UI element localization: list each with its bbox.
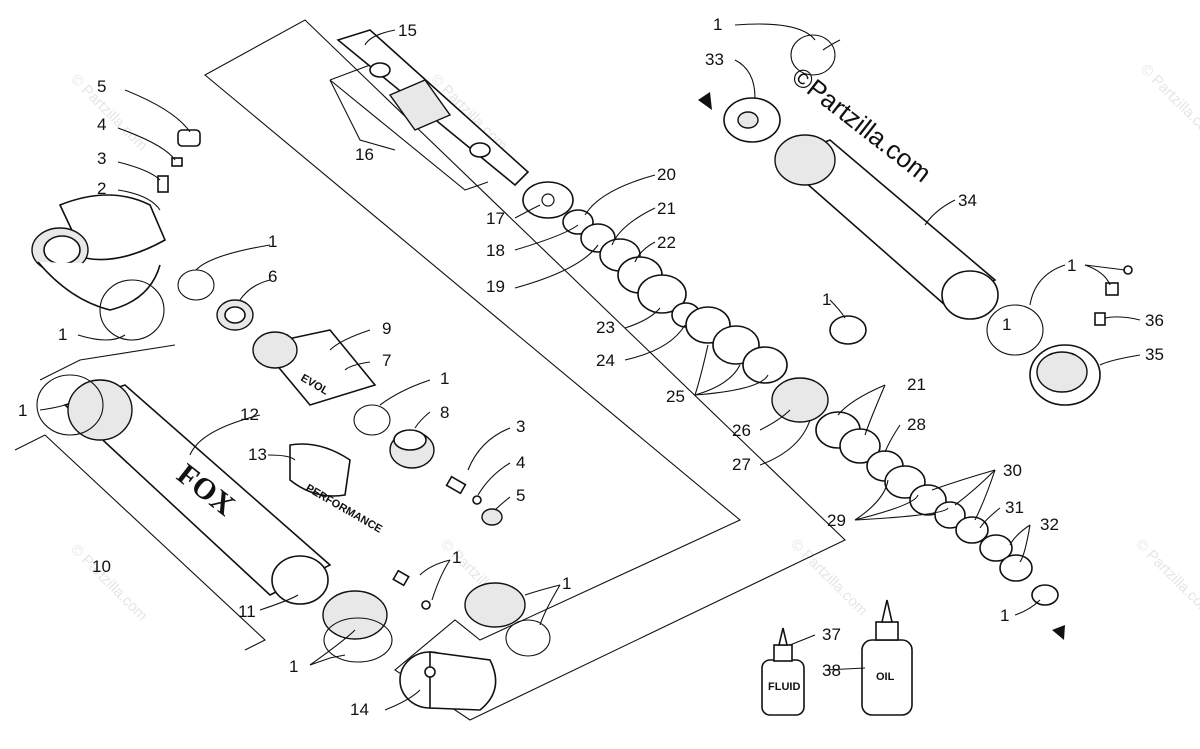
reservoir-body-part-12: FOX [36,374,332,605]
end-cap-part-14 [399,651,497,711]
shaft-bracket-16 [329,79,489,191]
callout-21: 21 [657,199,676,218]
valve-parts-3-4-5 [445,475,503,526]
callout-4: 4 [516,453,525,472]
callout-37: 37 [822,625,841,644]
oil-label: OIL [876,671,895,683]
callout-30: 30 [1003,461,1022,480]
shim-stack [522,181,1059,606]
callout-35: 35 [1145,345,1164,364]
reservoir-right-part-34 [774,134,999,320]
callout-9: 9 [382,319,391,338]
callout-18: 18 [486,241,505,260]
watermark-tile: © Partzilla.com [787,536,870,619]
callout-1: 1 [58,325,67,344]
left-group-bracket [39,344,176,381]
callout-15: 15 [398,21,417,40]
evol-sleeve-part-7-9: EVOL [252,329,377,406]
arrow-bottom [1052,625,1065,640]
bottom-seals-part-1 [322,569,551,663]
callout-1: 1 [440,369,449,388]
seal-part-33 [723,97,781,143]
callout-17: 17 [486,209,505,228]
callout-31: 31 [1005,498,1024,517]
callout-1: 1 [713,15,722,34]
shaft-part-15 [336,29,530,187]
callout-1: 1 [18,401,27,420]
callout-5: 5 [97,77,106,96]
callout-2: 2 [97,179,106,198]
callout-3: 3 [97,149,106,168]
ring-right-1 [986,304,1044,356]
arrow-top [698,92,712,110]
oil-bottle-part-38: OIL [861,599,913,716]
callout-1: 1 [268,232,277,251]
valve-part-36 [1094,265,1133,326]
callout-1: 1 [289,657,298,676]
callout-14: 14 [350,700,369,719]
watermark-tile: © Partzilla.com [67,541,150,624]
callout-33: 33 [705,50,724,69]
watermark-tile: © Partzilla.com [1132,536,1200,619]
callout-36: 36 [1145,311,1164,330]
reservoir-bracket-10 [14,434,266,651]
callout-1: 1 [1067,256,1076,275]
callout-4: 4 [97,115,106,134]
callout-21: 21 [907,375,926,394]
callout-11: 11 [238,602,256,621]
callout-24: 24 [596,351,615,370]
callout-7: 7 [382,351,391,370]
end-cap-part-35 [1029,344,1101,406]
callout-1: 1 [1000,606,1009,625]
callout-3: 3 [516,417,525,436]
callout-22: 22 [657,233,676,252]
callout-16: 16 [355,145,374,164]
watermark-tile: © Partzilla.com [1137,61,1200,144]
callout-23: 23 [596,318,615,337]
callout-5: 5 [516,486,525,505]
callout-25: 25 [666,387,685,406]
shaft-assembly-outline [204,19,846,721]
callout-38: 38 [822,661,841,680]
seal-mid-1 [829,315,867,345]
callout-20: 20 [657,165,676,184]
band-part-13: PERFORMANCE [289,443,384,536]
fitting-part-5a [157,129,201,193]
callout-12: 12 [240,405,259,424]
cap-part-8 [389,429,435,469]
callout-1: 1 [452,548,461,567]
fluid-label: FLUID [768,681,800,693]
reservoir-cap-part-2 [31,194,167,311]
callout-26: 26 [732,421,751,440]
bushing-part-6 [216,299,254,331]
callout-8: 8 [440,403,449,422]
callout-13: 13 [248,445,267,464]
callout-6: 6 [268,267,277,286]
callout-29: 29 [827,511,846,530]
ring-top-1 [790,34,836,76]
fluid-bottle-part-37: FLUID [761,627,805,716]
shaft-bracket-top [329,64,371,81]
callout-1: 1 [822,290,831,309]
callout-32: 32 [1040,515,1059,534]
leader-lines [39,23,1141,711]
oring-mid-1 [353,404,391,436]
callout-28: 28 [907,415,926,434]
callout-34: 34 [958,191,977,210]
callout-19: 19 [486,277,505,296]
callout-27: 27 [732,455,751,474]
callout-10: 10 [92,557,111,576]
callout-1: 1 [562,574,571,593]
watermark-tile: © Partzilla.com [67,71,150,154]
callout-1: 1 [1002,315,1011,334]
callout-labels: 5 4 3 2 1 1 6 9 7 1 8 3 4 5 1 12 13 10 1… [18,15,1164,719]
